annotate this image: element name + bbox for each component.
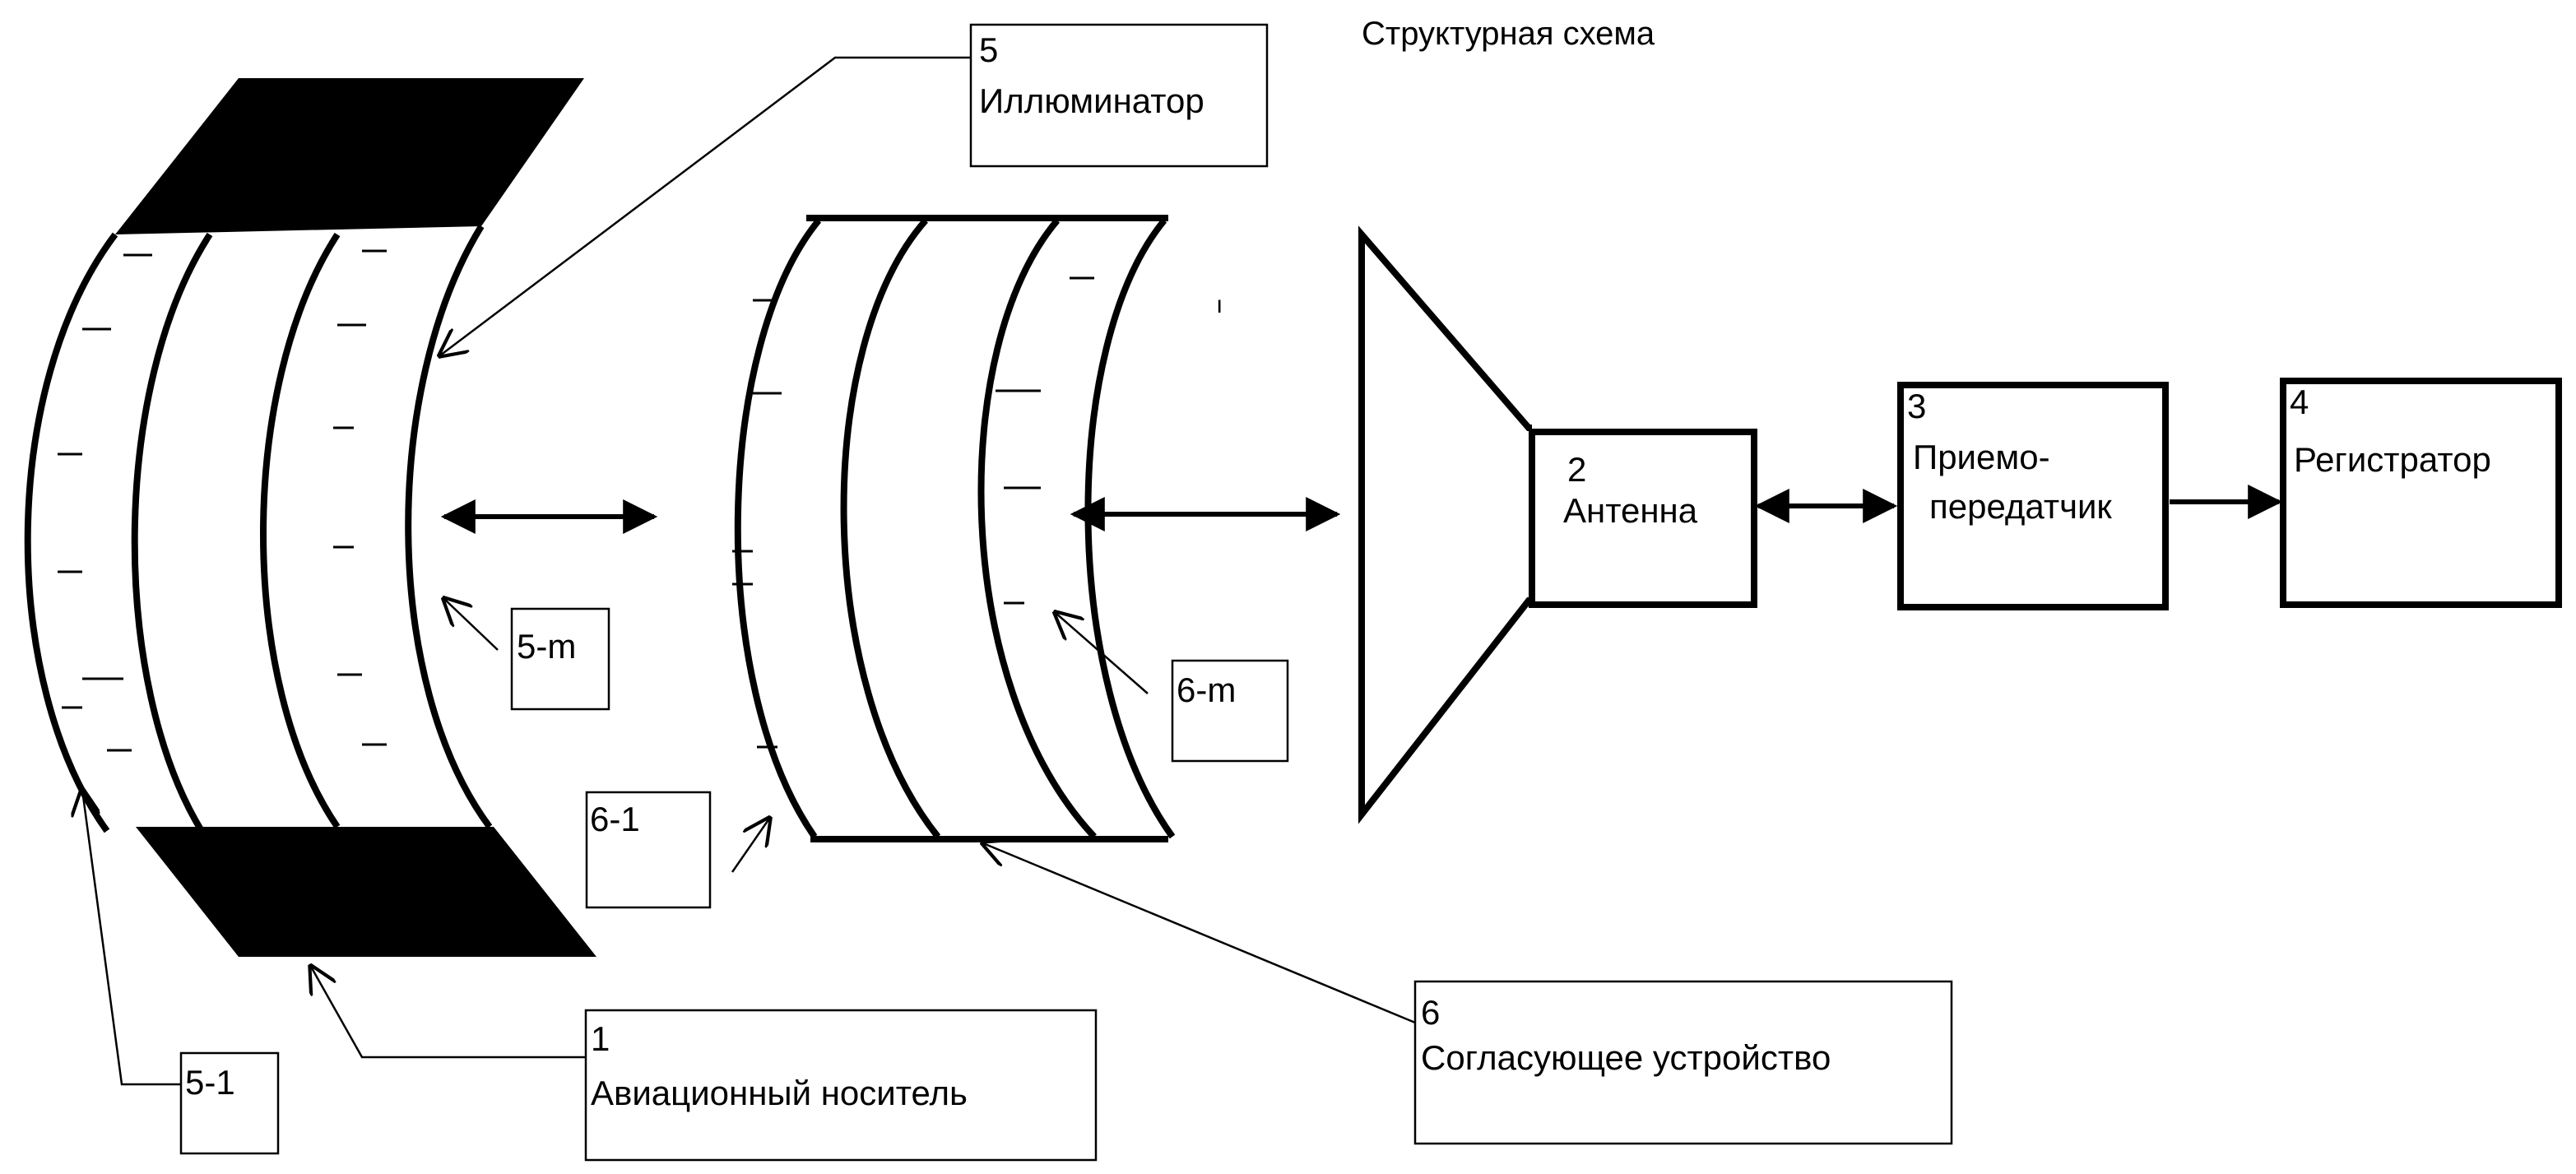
tag-6-1: 6-1 [590,800,640,838]
transceiver-name-line1: Приемо- [1913,438,2050,476]
matcher-ticks [732,278,1094,747]
illuminator-ticks [58,251,387,750]
antenna-number: 2 [1567,450,1586,489]
carrier-name: Авиационный носитель [591,1074,968,1112]
recorder-number: 4 [2290,383,2309,421]
fuselage-arc-4 [408,226,490,827]
leader-matcher [983,843,1415,1023]
matcher-arc-2 [844,220,938,837]
leader-5m [444,599,498,650]
matcher-number: 6 [1421,993,1440,1032]
illuminator-name: Иллюминатор [979,81,1204,120]
fuselage-arc-2 [135,234,210,831]
leader-6m [1056,613,1148,694]
callout-5-1: 5-1 [181,1053,278,1153]
transceiver-number: 3 [1907,387,1926,425]
transceiver-name-line2: передатчик [1929,487,2112,526]
transceiver-block: 3 Приемо- передатчик [1901,385,2165,607]
stray-mark: ı [1216,291,1223,318]
fuselage-arc-1 [28,234,115,831]
upper-wing [115,78,584,234]
matcher-arc-3 [982,220,1094,837]
diagram-title: Структурная схема [1362,16,1655,52]
matcher-name: Согласующее устройство [1421,1038,1831,1077]
callout-6m: 6-m [1172,661,1288,761]
illuminator-number: 5 [979,30,998,69]
antenna-horn [1362,234,1532,814]
matcher-arc-1 [738,220,819,837]
fuselage-arc-3 [263,234,337,827]
matcher-arc-4 [1088,220,1172,837]
leader-6-1 [732,819,769,872]
carrier-number: 1 [591,1019,610,1058]
callout-5m: 5-m [512,609,609,709]
tag-6m: 6-m [1177,671,1236,709]
recorder-name: Регистратор [2294,440,2491,479]
callout-illuminator: 5 Иллюминатор [971,25,1267,166]
recorder-block: 4 Регистратор [2283,381,2559,605]
callout-matcher: 6 Согласующее устройство [1415,981,1952,1144]
antenna: 2 Антенна [1362,234,1754,814]
callout-6-1: 6-1 [587,792,710,907]
antenna-name: Антенна [1563,491,1698,530]
recorder-box [2283,381,2559,605]
matching-device [732,218,1172,839]
lower-wing [136,827,596,957]
leader-carrier [311,967,586,1057]
tag-5m: 5-m [517,627,576,666]
tag-5-1: 5-1 [185,1063,235,1102]
callout-carrier: 1 Авиационный носитель [586,1010,1096,1160]
